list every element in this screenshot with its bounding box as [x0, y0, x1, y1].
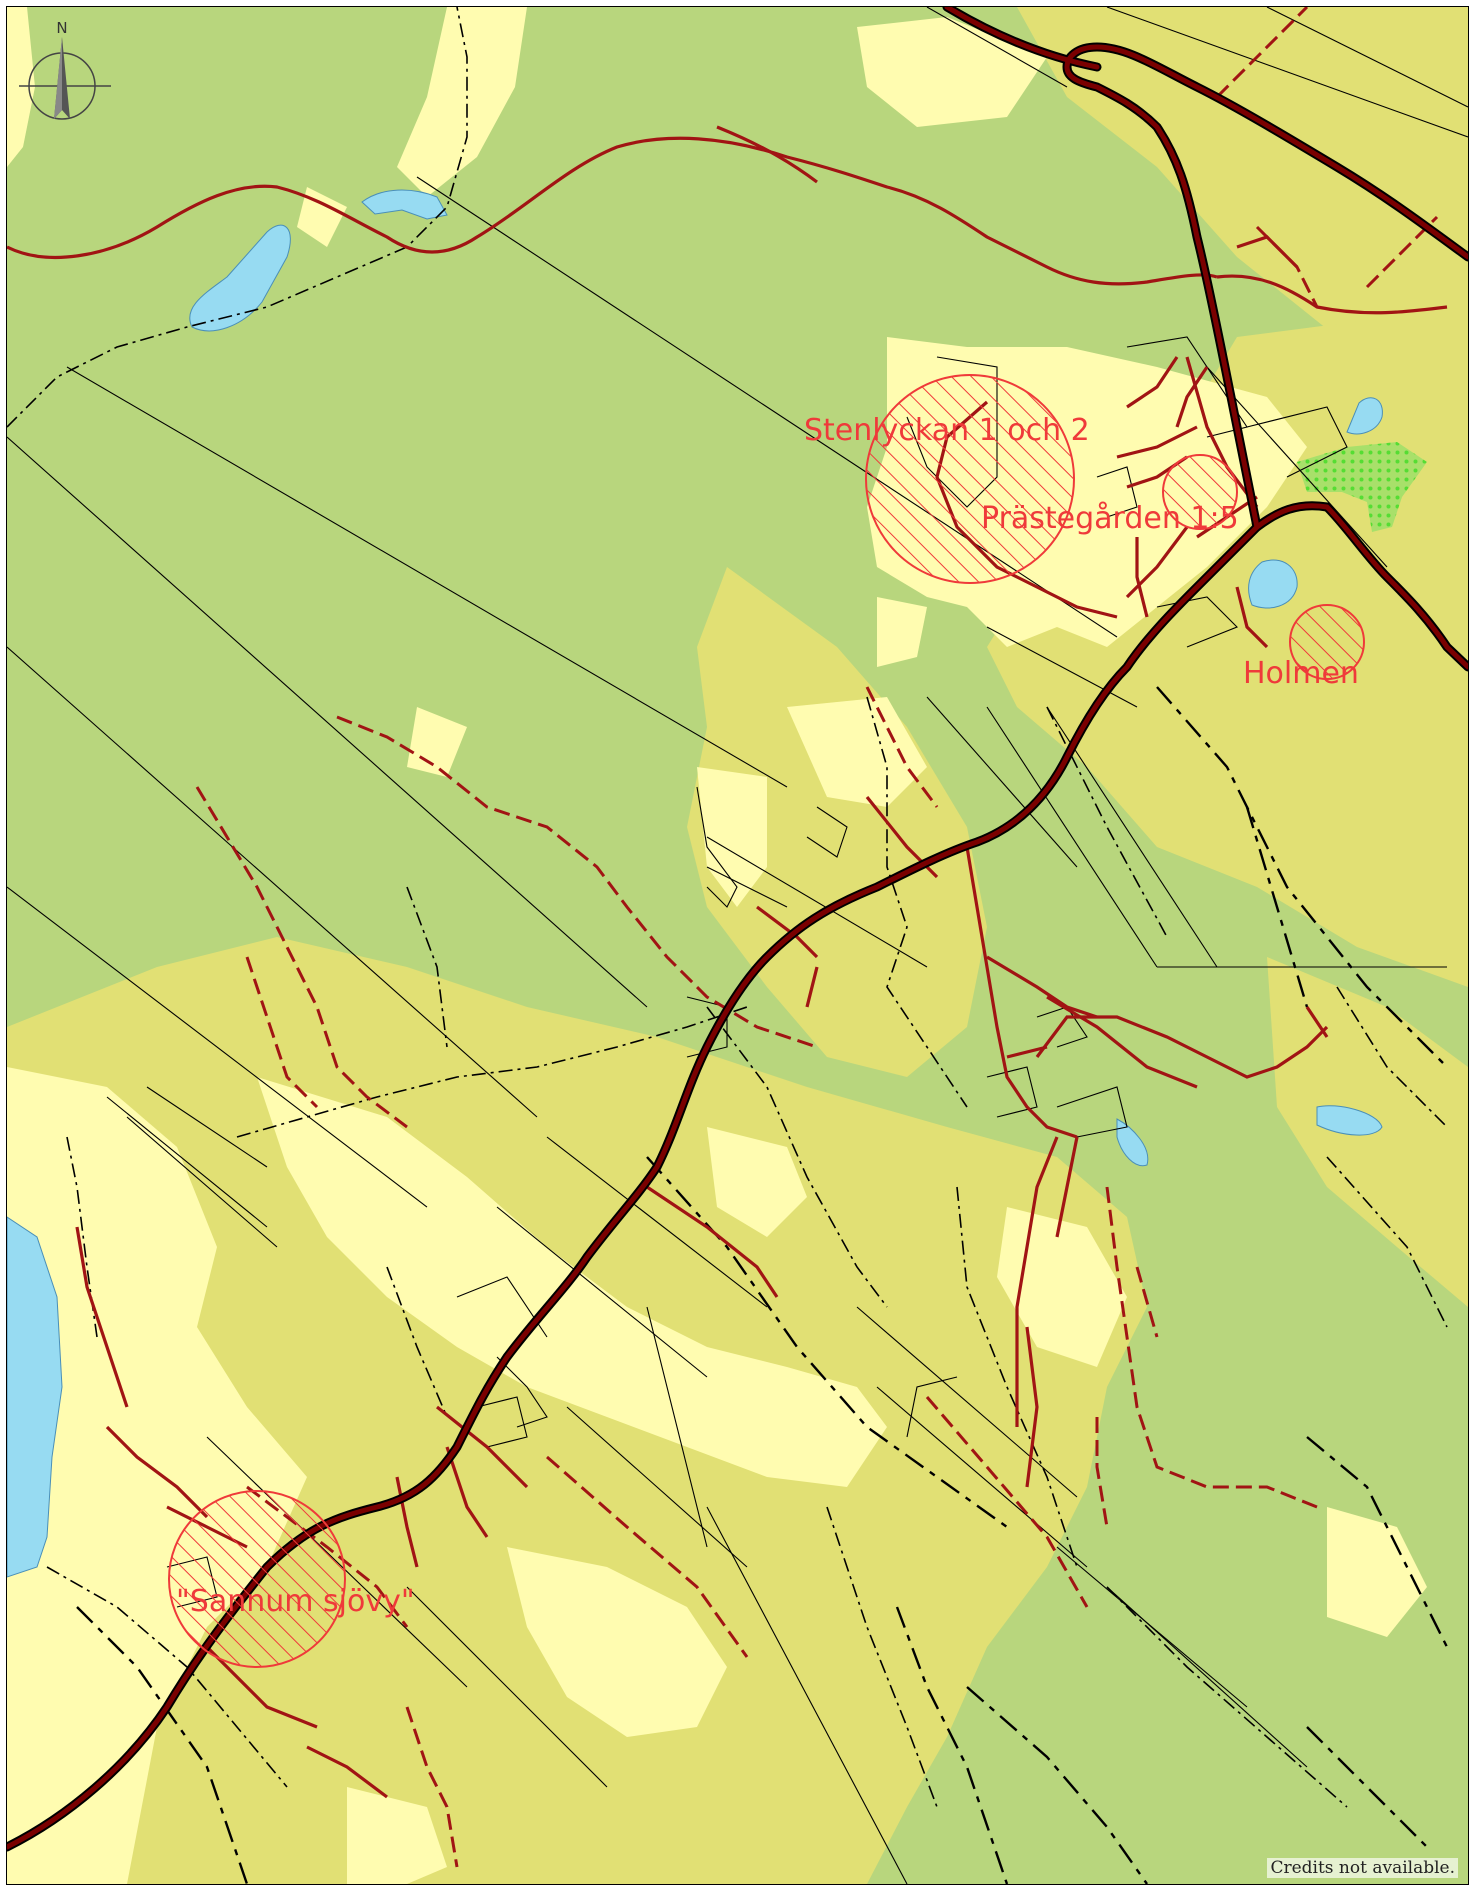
label-holmen: Holmen	[1243, 656, 1359, 691]
wetland-dots	[1297, 442, 1427, 532]
map-frame[interactable]: Stenlyckan 1 och 2 Prästegården 1:5 Holm…	[6, 6, 1469, 1885]
area-sannum-sjovy[interactable]	[168, 1490, 346, 1668]
north-arrow-icon: N	[19, 19, 111, 120]
credits-text: Credits not available.	[1267, 1858, 1458, 1878]
north-label: N	[56, 19, 67, 37]
map-canvas[interactable]: Stenlyckan 1 och 2 Prästegården 1:5 Holm…	[7, 7, 1468, 1884]
place-labels: Stenlyckan 1 och 2 Prästegården 1:5 Holm…	[176, 413, 1359, 1619]
municipal-boundaries	[76, 686, 1449, 1884]
tracks	[195, 7, 1439, 1868]
label-sannum-sjovy: "Sannum sjövy"	[176, 1584, 415, 1619]
label-stenlyckan: Stenlyckan 1 och 2	[804, 413, 1090, 448]
label-prastegarden: Prästegården 1:5	[981, 501, 1239, 536]
area-holmen[interactable]	[1289, 604, 1365, 680]
area-stenlyckan[interactable]	[865, 374, 1075, 584]
water-bodies	[7, 189, 1383, 1578]
highlight-areas	[168, 374, 1365, 1668]
area-prastegarden[interactable]	[1162, 454, 1238, 530]
